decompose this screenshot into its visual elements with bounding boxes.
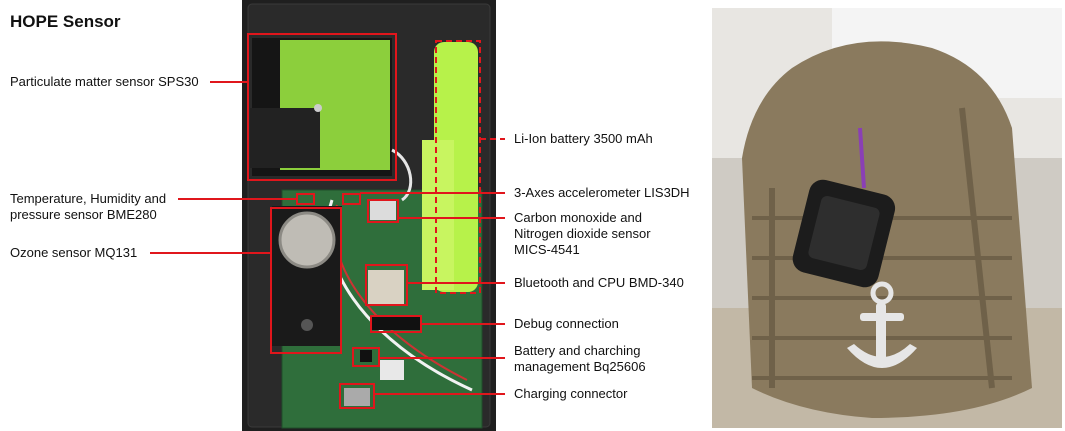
label-co-sensor: Carbon monoxide and Nitrogen dioxide sen… xyxy=(514,210,651,258)
battery-connector xyxy=(380,360,404,380)
label-pm-sensor: Particulate matter sensor SPS30 xyxy=(10,74,199,89)
bluetooth-module xyxy=(368,270,404,304)
carabiner xyxy=(858,127,866,189)
usb-connector xyxy=(344,388,370,406)
box-co-sensor xyxy=(367,199,399,223)
label-charge-line2: management Bq25606 xyxy=(514,359,646,374)
label-battery: Li-Ion battery 3500 mAh xyxy=(514,131,653,146)
pm-sensor-module xyxy=(250,38,392,176)
charge-ic xyxy=(360,350,372,362)
anchor-charm xyxy=(847,281,917,368)
label-bluetooth: Bluetooth and CPU BMD-340 xyxy=(514,275,684,290)
label-accelerometer: 3-Axes accelerometer LIS3DH xyxy=(514,185,690,200)
box-bluetooth xyxy=(365,264,408,306)
label-charging-connector: Charging connector xyxy=(514,386,628,401)
box-debug xyxy=(370,315,422,333)
label-temp-line1: Temperature, Humidity and xyxy=(10,191,167,206)
box-charging-connector xyxy=(339,383,375,409)
battery-cell xyxy=(422,42,478,292)
hope-sensor-device xyxy=(792,179,896,288)
label-ozone-sensor: Ozone sensor MQ131 xyxy=(10,245,138,260)
box-battery xyxy=(435,40,481,294)
box-temp-sensor xyxy=(296,193,315,205)
label-temp-sensor: Temperature, Humidity and pressure senso… xyxy=(10,191,166,223)
label-co-line1: Carbon monoxide and xyxy=(514,210,642,225)
label-co-line3: MICS-4541 xyxy=(514,242,580,257)
box-pm-sensor xyxy=(247,33,397,181)
box-ozone-sensor xyxy=(270,207,342,354)
debug-header xyxy=(372,316,422,330)
box-charge-management xyxy=(352,347,380,367)
label-charge-management: Battery and charching management Bq25606 xyxy=(514,343,646,375)
co-sensor-chip xyxy=(370,200,396,220)
label-co-line2: Nitrogen dioxide sensor xyxy=(514,226,651,241)
label-charge-line1: Battery and charching xyxy=(514,343,641,358)
diagram-title: HOPE Sensor xyxy=(10,12,121,31)
box-accelerometer xyxy=(342,193,361,205)
label-temp-line2: pressure sensor BME280 xyxy=(10,207,157,222)
ozone-sensor xyxy=(272,206,342,346)
label-debug: Debug connection xyxy=(514,316,619,331)
backpack-photo xyxy=(712,8,1062,428)
